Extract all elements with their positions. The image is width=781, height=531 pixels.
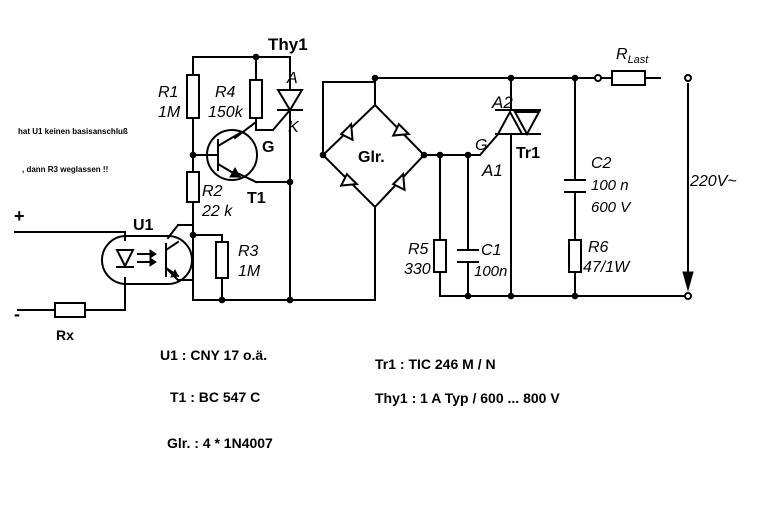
terminal-top-left <box>594 74 602 82</box>
component-labels: Thy1 R1 1M R4 150k A K G T1 R2 22 k R3 1… <box>14 35 737 343</box>
capacitors <box>457 179 586 263</box>
transistor-t1 <box>205 129 258 181</box>
label-plus: + <box>14 206 25 226</box>
label-t1: T1 <box>247 190 266 207</box>
label-r6-value: 47/1W <box>583 259 631 276</box>
label-r6: R6 <box>588 239 609 256</box>
label-tr1: Tr1 <box>516 145 540 162</box>
label-r2-value: 22 k <box>201 203 233 220</box>
resistor-r3 <box>215 241 229 279</box>
label-c2-voltage: 600 V <box>591 199 632 216</box>
label-c2: C2 <box>591 155 612 172</box>
parts-list: U1 : CNY 17 o.ä. T1 : BC 547 C Glr. : 4 … <box>160 347 560 451</box>
parts-thy1: Thy1 : 1 A Typ / 600 ... 800 V <box>375 390 560 406</box>
parts-glr: Glr. : 4 * 1N4007 <box>167 435 273 451</box>
resistor-r5 <box>433 239 447 273</box>
resistor-r1 <box>186 74 200 119</box>
label-r4-value: 150k <box>208 104 244 121</box>
label-anode: A <box>286 70 298 87</box>
parts-tr1: Tr1 : TIC 246 M / N <box>375 356 496 372</box>
label-r1-value: 1M <box>158 104 181 121</box>
note-line-2: , dann R3 weglassen !! <box>22 165 108 174</box>
resistor-r2 <box>186 171 200 203</box>
label-r5-value: 330 <box>404 261 431 278</box>
terminal-bottom-right <box>684 292 692 300</box>
triac-tr1 <box>495 109 541 137</box>
resistor-rx <box>54 302 86 318</box>
terminal-top-right <box>684 74 692 82</box>
label-thy1: Thy1 <box>268 35 308 54</box>
notes: hat U1 keinen basisanschluß , dann R3 we… <box>18 127 128 174</box>
resistors <box>54 70 646 318</box>
optocoupler-u1 <box>101 235 193 285</box>
label-a1: A1 <box>481 161 503 180</box>
label-mains-voltage: 220V~ <box>689 173 737 190</box>
mains-arrow <box>682 83 694 292</box>
thyristor-thy1 <box>276 89 304 112</box>
bridge-rectifier <box>321 103 426 209</box>
label-r5: R5 <box>408 241 429 258</box>
label-minus: - <box>14 304 20 324</box>
label-glr: Glr. <box>358 149 385 166</box>
label-r4: R4 <box>215 84 236 101</box>
note-line-1: hat U1 keinen basisanschluß <box>18 127 128 136</box>
label-r2: R2 <box>202 183 223 200</box>
label-r3-value: 1M <box>238 263 261 280</box>
terminals <box>594 74 692 300</box>
resistor-r6 <box>568 239 582 273</box>
parts-u1: U1 : CNY 17 o.ä. <box>160 347 267 363</box>
resistor-r-last <box>611 70 646 86</box>
label-c1-value: 100n <box>474 263 507 280</box>
label-r1: R1 <box>158 84 178 101</box>
label-a2: A2 <box>491 93 513 112</box>
label-c2-value: 100 n <box>591 177 629 194</box>
label-gate-triac: G <box>475 137 487 154</box>
label-rx: Rx <box>56 327 74 343</box>
resistor-r4 <box>249 79 263 119</box>
label-gate-thy: G <box>262 139 274 156</box>
label-r-last: RLast <box>616 46 649 66</box>
label-r3: R3 <box>238 243 259 260</box>
label-cathode: K <box>288 119 300 136</box>
parts-t1: T1 : BC 547 C <box>170 389 260 405</box>
label-u1: U1 <box>133 217 154 234</box>
label-c1: C1 <box>481 242 501 259</box>
